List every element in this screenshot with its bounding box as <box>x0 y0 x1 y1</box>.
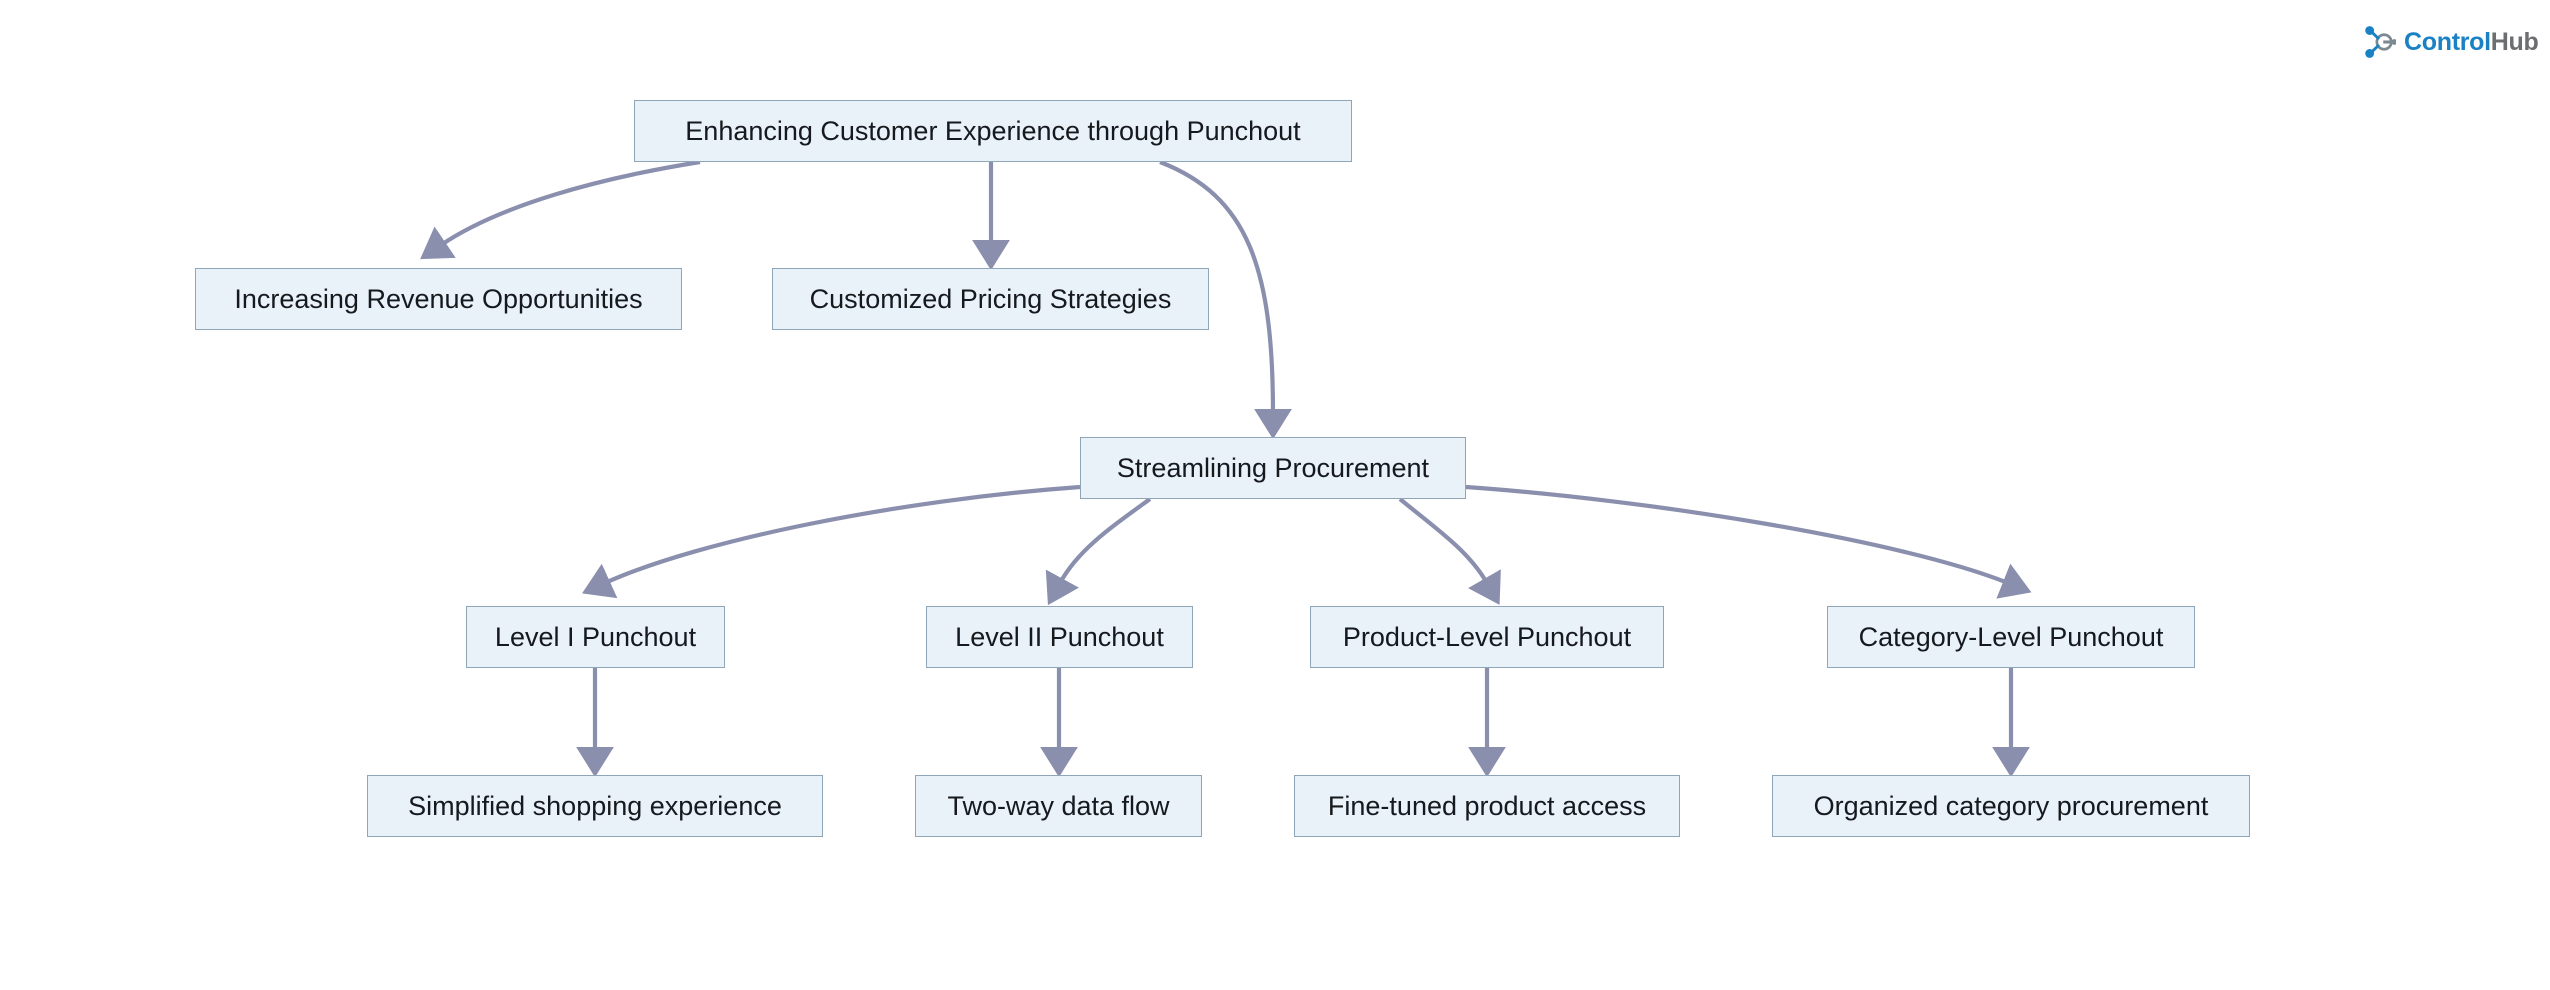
brand-name-secondary: Hub <box>2490 27 2539 56</box>
node-category-level-punchout[interactable]: Category-Level Punchout <box>1827 606 2195 668</box>
node-streamlining-procurement[interactable]: Streamlining Procurement <box>1080 437 1466 499</box>
node-two-way-data-flow[interactable]: Two-way data flow <box>915 775 1202 837</box>
edge-n3-n7 <box>1465 484 2032 599</box>
node-product-level-punchout[interactable]: Product-Level Punchout <box>1310 606 1664 668</box>
edge-n3-n5 <box>1045 497 1152 606</box>
node-customized-pricing-strategies[interactable]: Customized Pricing Strategies <box>772 268 1209 330</box>
node-level-ii-punchout[interactable]: Level II Punchout <box>926 606 1193 668</box>
brand-wordmark: ControlHub <box>2404 27 2539 56</box>
node-simplified-shopping-experience[interactable]: Simplified shopping experience <box>367 775 823 837</box>
edge-n3-n6 <box>1398 497 1501 605</box>
network-node-icon <box>2365 26 2396 58</box>
node-level-i-punchout[interactable]: Level I Punchout <box>466 606 725 668</box>
node-fine-tuned-product-access[interactable]: Fine-tuned product access <box>1294 775 1680 837</box>
node-organized-category-procurement[interactable]: Organized category procurement <box>1772 775 2250 837</box>
brand-name-primary: Control <box>2404 27 2491 56</box>
edge-n0-n1 <box>420 159 701 260</box>
node-increasing-revenue-opportunities[interactable]: Increasing Revenue Opportunities <box>195 268 682 330</box>
edge-n3-n4 <box>582 484 1081 599</box>
node-root-enhancing-customer-experience[interactable]: Enhancing Customer Experience through Pu… <box>634 100 1352 162</box>
controlhub-logo: ControlHub <box>2362 22 2539 62</box>
